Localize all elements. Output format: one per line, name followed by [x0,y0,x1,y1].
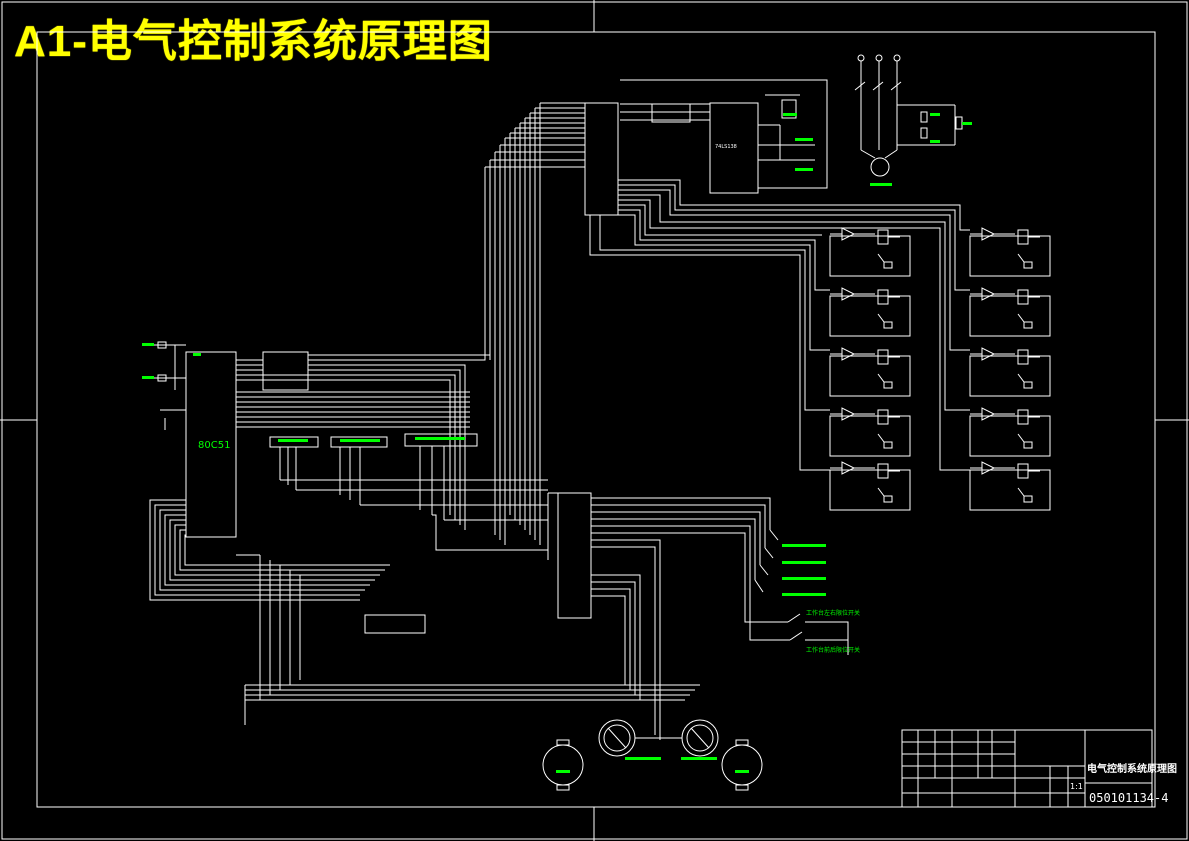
upper-driver-block [484,79,970,545]
small-labels [142,113,972,773]
decoder-label: 74LS138 [715,144,737,150]
page-title: A1-电气控制系统原理图 [14,17,493,66]
driver-cell [829,407,911,457]
drawing-number: 050101134-4 [1089,791,1168,805]
driver-cell [829,287,911,337]
driver-cell [829,461,911,511]
drawing-name: 电气控制系统原理图 [1087,762,1177,775]
three-phase-motor-circuit [854,54,963,177]
mcu-label: 80C51 [198,440,230,451]
driver-cell [969,461,1051,511]
title-block [901,729,1153,808]
lower-interface-block [547,492,849,740]
motor-left [542,744,584,786]
driver-cell [829,347,911,397]
mcu-section [145,341,700,725]
switch-label-2: 工作台前后限位开关 [806,646,860,654]
motor-right [721,744,763,786]
mcu-chip [185,351,237,538]
drawing-scale: 1:1 [1070,782,1083,791]
output-driver-array [829,227,1051,511]
driver-cell [969,287,1051,337]
motors [542,719,763,791]
driver-cell [969,407,1051,457]
driver-cell [969,347,1051,397]
driver-cell [829,227,911,277]
switch-label-1: 工作台左右限位开关 [806,609,860,617]
driver-cell [969,227,1051,277]
